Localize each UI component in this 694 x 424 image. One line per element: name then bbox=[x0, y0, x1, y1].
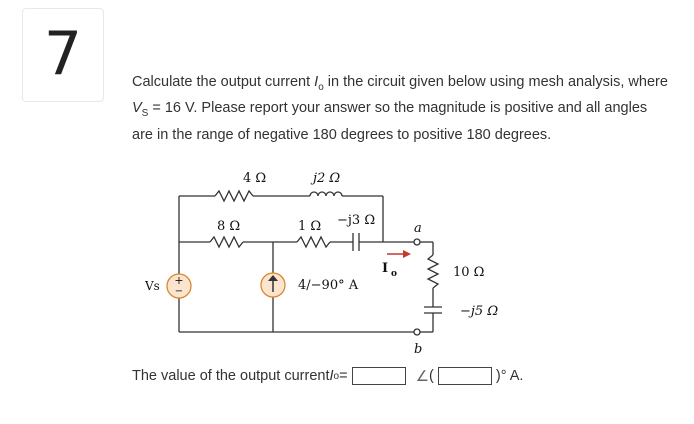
label-j2: j2 Ω bbox=[310, 171, 340, 186]
var-vs: V bbox=[132, 100, 142, 117]
question-text: Calculate the output current Io in the c… bbox=[132, 72, 672, 145]
label-node-a: a bbox=[414, 221, 422, 236]
answer-prefix: The value of the output current bbox=[132, 368, 330, 384]
question-text-part3: = 16 V. Please report your answer so the… bbox=[132, 100, 648, 143]
question-number: 7 bbox=[43, 19, 83, 89]
circuit-diagram: + − 4 Ω j2 Ω 8 Ω 1 Ω −j3 Ω Vs 4/−90° A I… bbox=[144, 171, 498, 357]
label-1ohm: 1 Ω bbox=[298, 219, 321, 234]
label-cap-j5: −j5 Ω bbox=[460, 304, 498, 319]
label-10ohm: 10 Ω bbox=[453, 265, 484, 280]
var-io: I bbox=[314, 74, 319, 90]
label-8ohm: 8 Ω bbox=[217, 219, 240, 234]
answer-var: I bbox=[329, 368, 334, 384]
label-node-b: b bbox=[414, 342, 422, 357]
terminal-b bbox=[413, 328, 421, 336]
answer-open-paren: ( bbox=[429, 368, 434, 384]
resistor-4ohm bbox=[214, 189, 254, 203]
angle-icon: ∠ bbox=[415, 368, 430, 385]
var-io-sub: o bbox=[318, 81, 324, 93]
question-text-part2: in the circuit given below using mesh an… bbox=[323, 74, 668, 90]
answer-var-sub: o bbox=[333, 370, 340, 382]
answer-equals: = bbox=[339, 368, 348, 384]
resistor-1ohm bbox=[296, 235, 331, 249]
inductor-j2 bbox=[309, 191, 343, 197]
question-text-part1: Calculate the output current bbox=[132, 74, 315, 90]
terminal-a bbox=[413, 238, 421, 246]
magnitude-input[interactable] bbox=[351, 367, 406, 385]
voltage-source bbox=[166, 273, 192, 299]
var-vs-sub: S bbox=[141, 108, 149, 120]
answer-suffix: )° A. bbox=[495, 368, 524, 384]
angle-input[interactable] bbox=[437, 367, 492, 385]
label-vs: Vs bbox=[144, 279, 160, 293]
voltage-source-plus: + bbox=[174, 274, 183, 287]
voltage-source-minus: − bbox=[175, 286, 183, 297]
label-io-sub: o bbox=[391, 269, 397, 279]
current-source-arrow-icon bbox=[268, 275, 278, 292]
resistor-8ohm bbox=[209, 235, 244, 249]
label-cap-j3: −j3 Ω bbox=[337, 213, 375, 228]
question-number-box: 7 bbox=[22, 8, 104, 102]
label-io: I bbox=[382, 261, 388, 276]
label-current-source: 4/−90° A bbox=[298, 278, 359, 293]
resistor-10ohm bbox=[426, 254, 440, 289]
io-arrow-icon bbox=[387, 250, 411, 258]
label-4ohm: 4 Ω bbox=[243, 171, 266, 186]
